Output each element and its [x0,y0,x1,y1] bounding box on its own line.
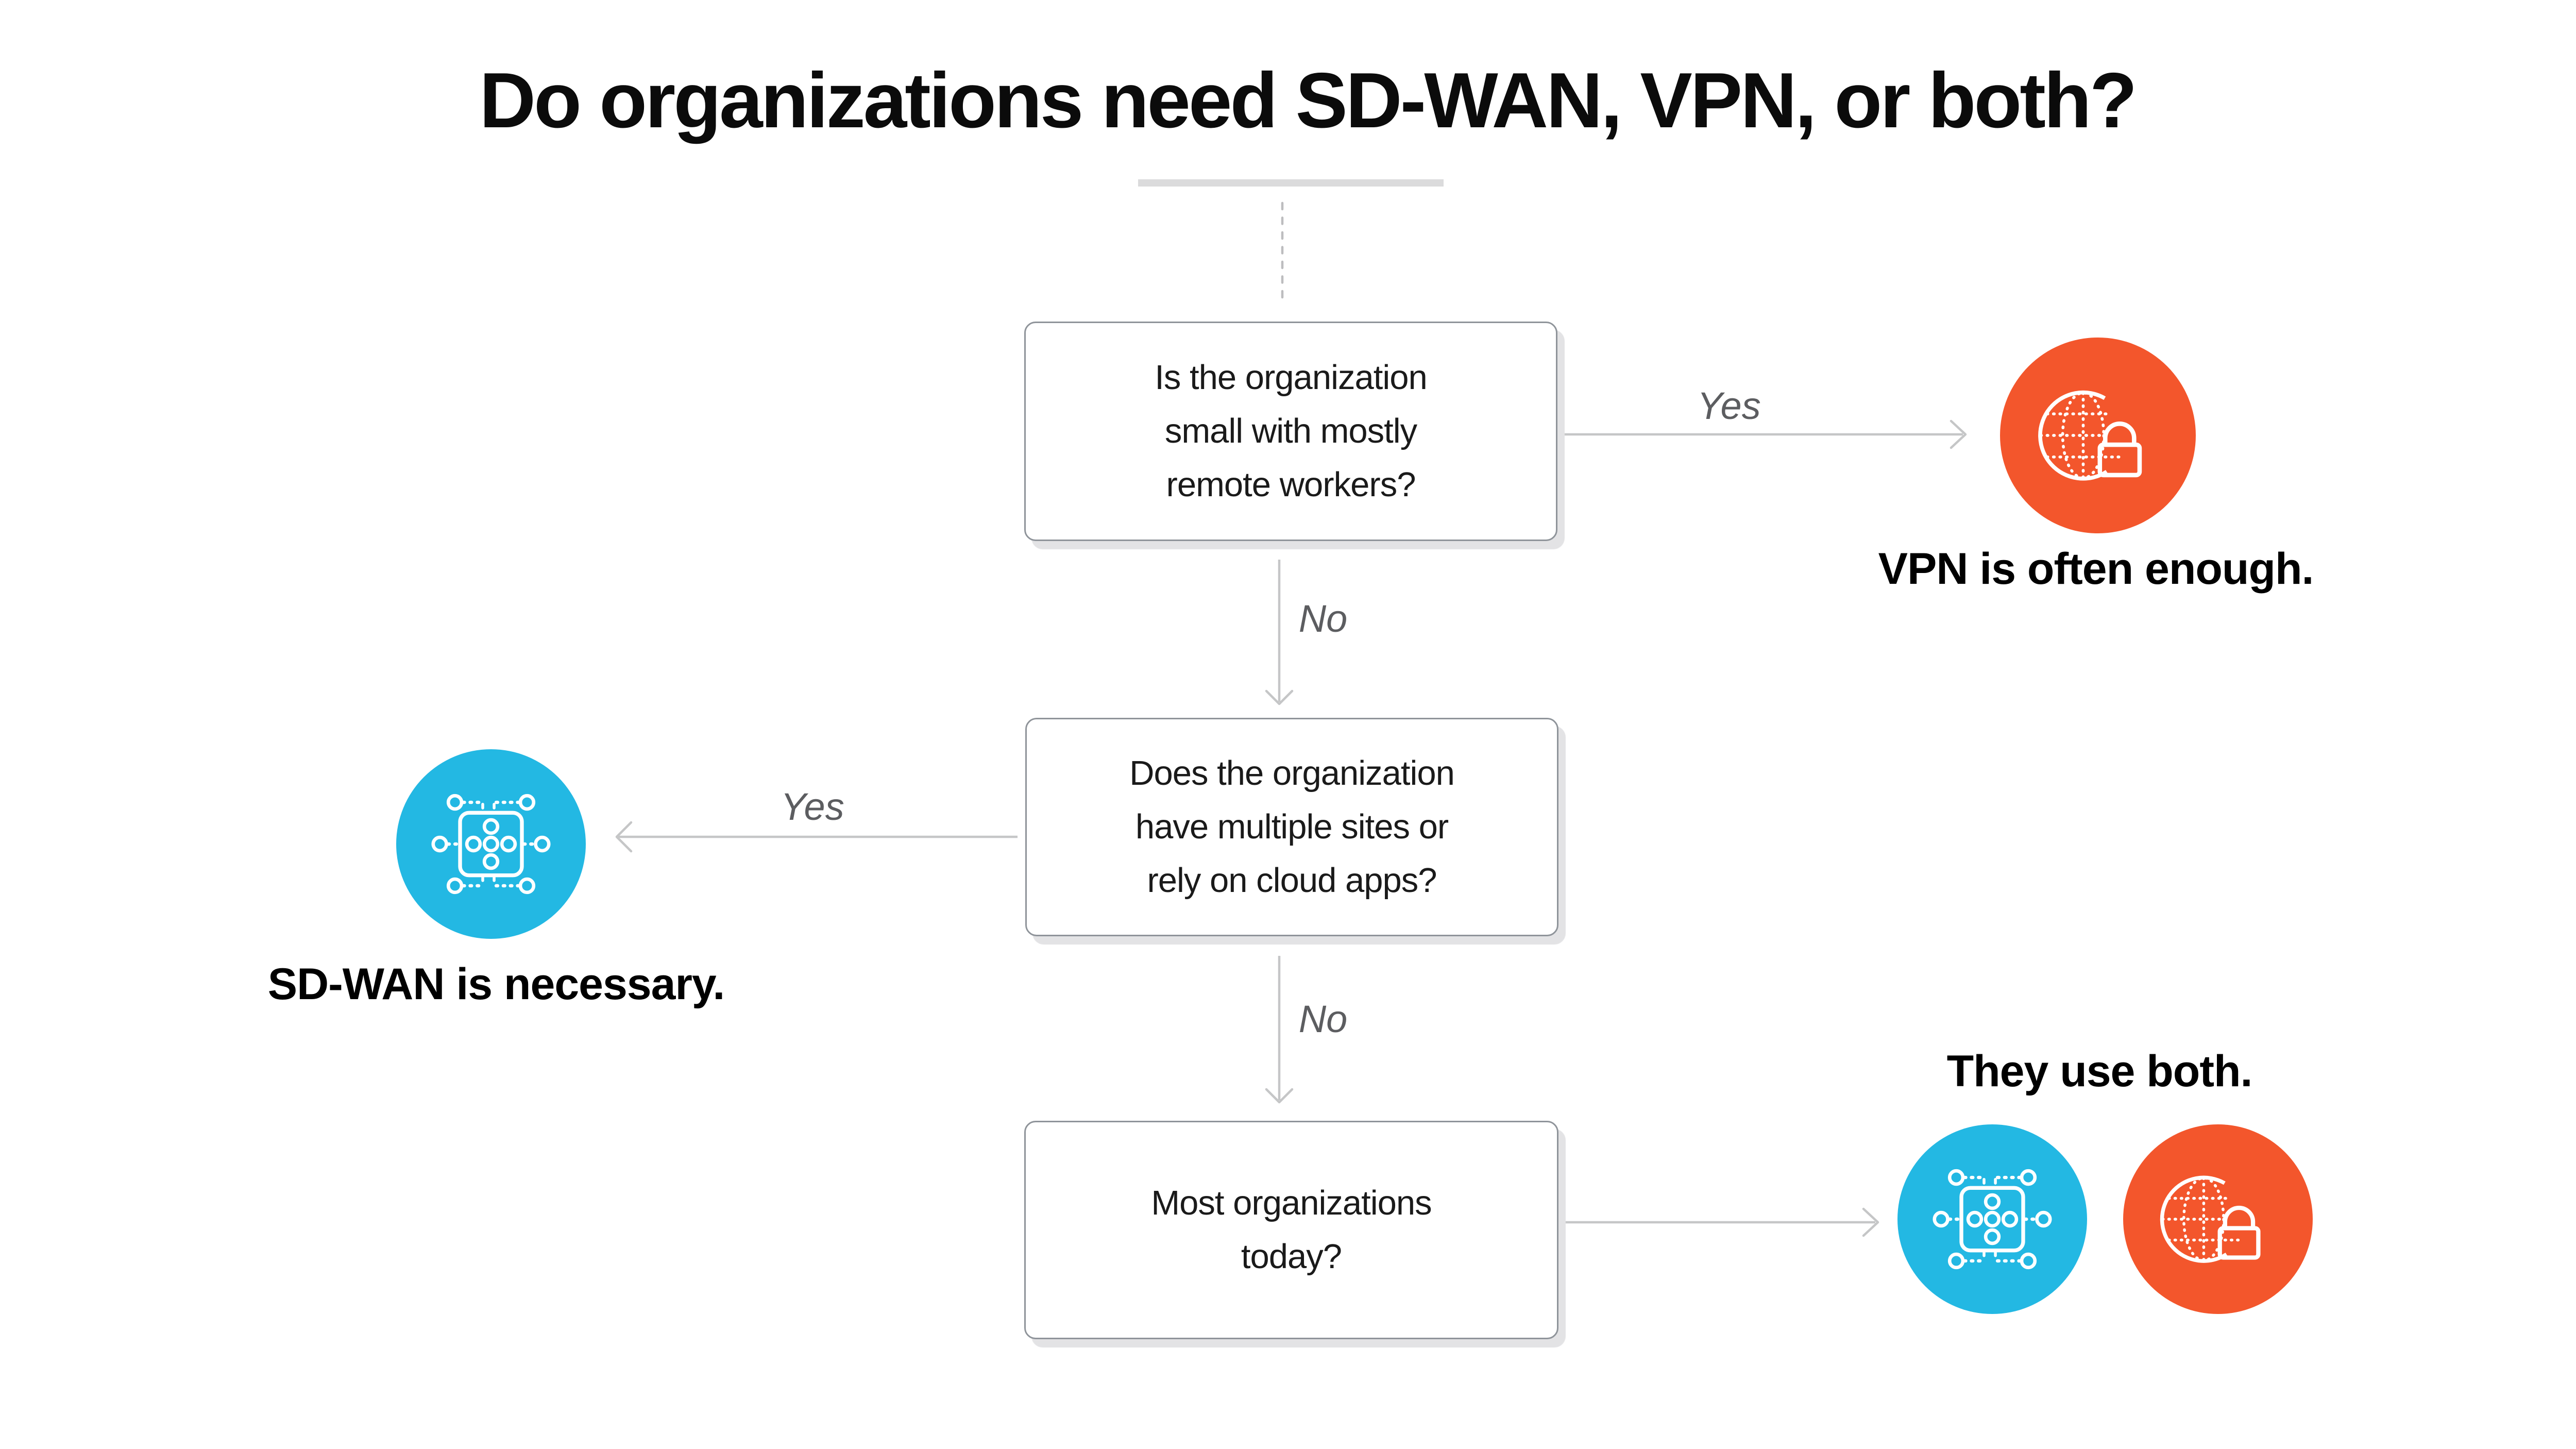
branch-label-no-1: No [1298,597,1348,640]
globe-lock-icon [2038,390,2142,481]
network-mesh-icon [431,794,551,895]
decision-box-text: Is the organization small with mostly re… [1155,358,1428,504]
branch-label-yes-1: Yes [1697,384,1761,427]
sdwan-disc [396,749,586,939]
decision-box-text: Does the organization have multiple site… [1129,754,1455,900]
vpn-disc [2000,338,2196,533]
globe-lock-icon [2160,1175,2261,1263]
arrow-to-both [1563,1207,1879,1237]
network-mesh-icon [1933,1169,2052,1270]
decision-box-small-org: Is the organization small with mostly re… [1024,322,1557,541]
branch-label-yes-2: Yes [781,785,844,828]
vpn-outcome-label: VPN is often enough. [1878,544,2314,594]
branch-label-no-2: No [1298,998,1348,1040]
sdwan-outcome-label: SD-WAN is necessary. [267,959,725,1009]
decision-box-text: Most organizations today? [1151,1184,1432,1276]
title-underline [1138,179,1444,187]
vpn-disc-small [2123,1124,2313,1314]
decision-box-multi-site: Does the organization have multiple site… [1025,718,1558,936]
decision-box-most-orgs: Most organizations today? [1024,1121,1558,1339]
page-title: Do organizations need SD-WAN, VPN, or bo… [479,57,2137,144]
both-outcome-label: They use both. [1946,1047,2253,1096]
sdwan-disc-small [1897,1124,2087,1314]
